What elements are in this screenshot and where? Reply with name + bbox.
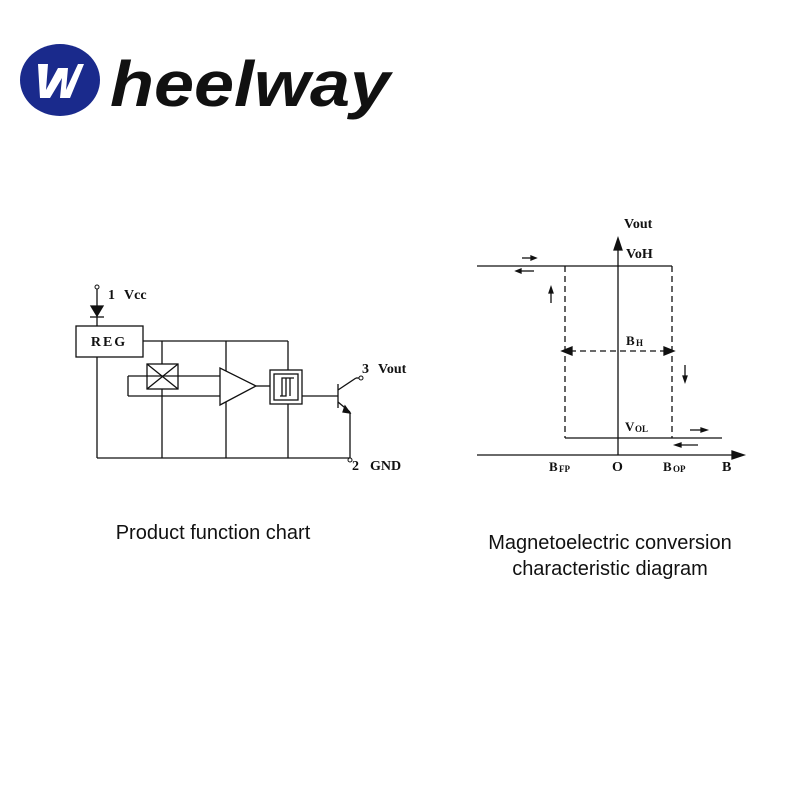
conversion-diagram-caption: Magnetoelectric conversion characteristi… [440,530,780,582]
hysteresis-symbol [280,377,294,397]
product-function-chart-caption: Product function chart [115,522,311,544]
conversion-caption-line1: Magnetoelectric conversion [488,532,732,554]
gnd-pin [347,457,353,463]
diode-symbol [89,305,105,318]
vout-pin [358,375,364,381]
brp-label: B [549,459,558,474]
logo-emblem-w-mark [38,64,84,98]
vol-label: V [625,419,635,434]
x-axis-label: B [722,460,731,475]
pin1-number: 1 [108,288,115,303]
brp-subscript: FP [559,464,570,474]
bop-subscript: OP [673,464,686,474]
pin1-label: Vcc [124,288,147,303]
transistor-collector [337,377,357,391]
bh-label: B [626,333,635,348]
pin3-label: Vout [378,362,407,377]
pin2-label: GND [370,459,401,474]
vol-subscript: OL [635,424,648,434]
pin3-number: 3 [362,362,369,377]
origin-label: O [612,460,623,475]
bop-label: B [663,459,672,474]
vcc-pin [94,284,100,290]
bh-subscript: H [636,338,643,348]
amplifier-triangle [219,366,258,407]
wheelway-logo: heelway [20,44,394,120]
reg-label: REG [91,335,127,350]
y-axis-label: Vout [624,217,653,232]
logo-wordmark: heelway [110,48,394,120]
pin2-number: 2 [352,459,359,474]
conversion-caption-line2: characteristic diagram [512,558,708,580]
voh-label: VoH [626,247,653,262]
